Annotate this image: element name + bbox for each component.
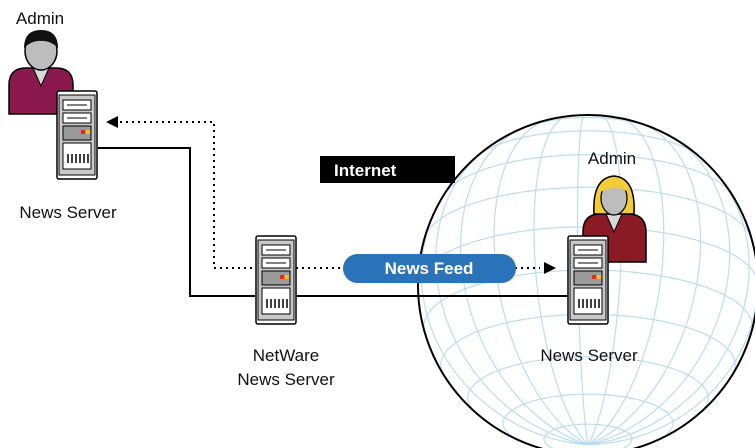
globe-grid-line xyxy=(587,122,702,446)
admin-person-icon xyxy=(8,30,74,115)
globe-grid-line xyxy=(445,154,731,193)
globe-grid-line xyxy=(587,133,731,446)
internet-label: Internet xyxy=(320,156,455,183)
netware-label-line1: NetWare xyxy=(253,346,319,365)
globe-grid-line xyxy=(533,115,589,446)
news-feed-dotted-path xyxy=(120,121,540,269)
globe-grid-line xyxy=(424,186,752,239)
news-server-tower-icon-left xyxy=(56,90,98,180)
globe-grid-line xyxy=(459,126,589,446)
admin-right-label: Admin xyxy=(588,149,636,168)
network-link-solid xyxy=(98,147,568,297)
globe-grid-line xyxy=(477,130,699,156)
news-feed-badge: News Feed xyxy=(343,254,516,283)
arrowhead-left xyxy=(106,116,118,128)
netware-server-tower-icon xyxy=(255,235,297,325)
globe-grid-line xyxy=(587,116,665,446)
netware-label-line2: News Server xyxy=(237,370,335,389)
globe-grid-line xyxy=(420,201,589,446)
globe-grid-line xyxy=(467,356,709,414)
news-server-tower-icon-right xyxy=(567,235,609,325)
news-feed-text: News Feed xyxy=(385,259,474,278)
globe-grid-line xyxy=(435,146,589,446)
admin-person-icon-right xyxy=(582,175,647,263)
globe-grid-line xyxy=(587,256,755,446)
admin-left-label: Admin xyxy=(16,9,64,28)
internet-label-text: Internet xyxy=(334,161,397,180)
news-server-right-label: News Server xyxy=(540,346,638,365)
news-server-left-label: News Server xyxy=(19,203,117,222)
arrowhead-right xyxy=(544,262,556,274)
globe-grid-line xyxy=(587,166,750,446)
globe-grid-line xyxy=(543,423,633,448)
